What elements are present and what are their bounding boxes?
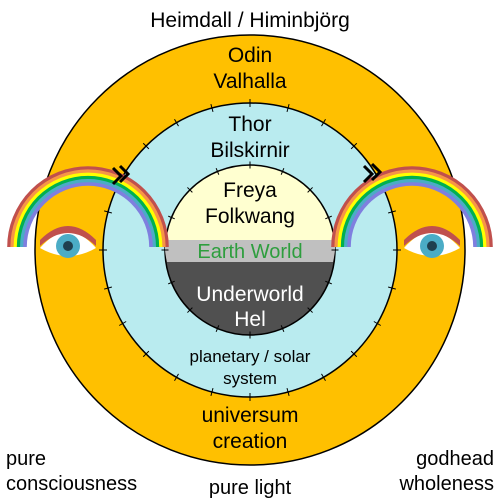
ring-tick (168, 280, 175, 285)
ring-tick (215, 168, 220, 175)
rainbow-band (334, 169, 490, 248)
ring-tick (187, 307, 193, 313)
ring-tick (321, 118, 326, 127)
rainbow-band (7, 166, 169, 248)
ring-tick (373, 321, 382, 326)
inner-ring-label-1: Freya (223, 179, 277, 202)
ring-tick (174, 373, 179, 382)
earth-world-band (165, 240, 335, 262)
middle-ring-label-1: Thor (228, 113, 271, 136)
eye-icon (40, 226, 96, 258)
ring-tick (325, 280, 332, 285)
rainbow-band (13, 172, 163, 248)
rainbow-band (23, 182, 153, 248)
corner-left-label-1: pure (6, 448, 46, 470)
double-chevron-icon (111, 164, 131, 186)
rainbow-band (10, 169, 166, 248)
ring-tick (142, 350, 150, 358)
corner-right-label-2: wholeness (398, 473, 494, 495)
ring-tick (325, 215, 332, 220)
inner-ring-ticks (161, 161, 339, 339)
ring-tick (280, 168, 285, 175)
ring-tick (104, 210, 113, 214)
ring-tick (387, 286, 396, 290)
ring-tick (174, 118, 179, 127)
ring-tick (307, 187, 313, 193)
outer-ring-label-2: Valhalla (213, 70, 286, 93)
outer-ring-label-1: Odin (228, 44, 272, 67)
inner-ring-label-2: Folkwang (205, 205, 295, 228)
middle-bottom-label-2: system (223, 369, 277, 388)
rainbow-band (331, 166, 493, 248)
page-title: Heimdall / Himinbjörg (150, 9, 350, 32)
rainbow-band (344, 179, 480, 248)
middle-ring-label-2: Bilskirnir (210, 139, 289, 162)
ring-tick (387, 210, 396, 214)
eye-icon (404, 226, 460, 258)
outer-bottom-label-2: creation (213, 430, 288, 453)
ring-tick (350, 350, 358, 358)
ring-tick (280, 325, 285, 332)
outer-bottom-label-1: universum (202, 404, 299, 427)
bottom-label: pure light (209, 477, 292, 499)
rainbow-bridge-icon (331, 166, 493, 248)
ring-tick (210, 387, 214, 396)
ring-tick (286, 387, 290, 396)
rainbow-band (20, 179, 156, 248)
rainbow-band (347, 182, 477, 248)
ring-tick (118, 321, 127, 326)
earth-world-label: Earth World (197, 241, 302, 263)
rainbow-band (340, 175, 484, 248)
ring-tick (168, 215, 175, 220)
ring-tick (104, 286, 113, 290)
ring-tick (142, 142, 150, 150)
corner-left-label-2: consciousness (6, 473, 137, 495)
ring-tick (210, 104, 214, 113)
ring-tick (307, 307, 313, 313)
ring-tick (321, 373, 326, 382)
underworld-label-2: Hel (234, 308, 266, 331)
ring-tick (215, 325, 220, 332)
ring-tick (286, 104, 290, 113)
rainbow-band (337, 172, 487, 248)
corner-right-label-1: godhead (416, 448, 494, 470)
rainbow-band (16, 175, 160, 248)
double-chevron-icon (362, 162, 383, 184)
underworld-label-1: Underworld (196, 283, 303, 306)
middle-bottom-label-1: planetary / solar (190, 347, 311, 366)
rainbow-bridge-icon (7, 166, 169, 248)
ring-tick (187, 187, 193, 193)
ring-tick (350, 142, 358, 150)
